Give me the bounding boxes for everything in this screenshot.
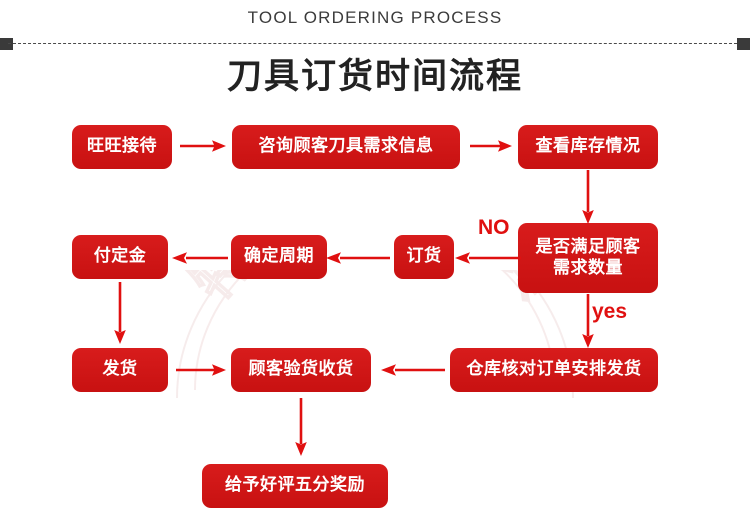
- edge-label-yes: yes: [592, 300, 628, 323]
- node-ship-goods[interactable]: 发货: [72, 348, 168, 392]
- node-place-order[interactable]: 订货: [394, 235, 454, 279]
- node-ask-customer-requirements[interactable]: 咨询顾客刀具需求信息: [232, 125, 460, 169]
- arrow-n5-to-n6: [326, 250, 390, 266]
- arrow-n10-to-n9: [381, 362, 445, 378]
- node-wangwang-reception[interactable]: 旺旺接待: [72, 125, 172, 169]
- arrow-n6-to-n7: [172, 250, 228, 266]
- arrow-n9-to-n11: [293, 398, 309, 456]
- arrow-n1-to-n2: [180, 138, 226, 154]
- page-subtitle-english: TOOL ORDERING PROCESS: [247, 8, 503, 27]
- node-confirm-lead-time[interactable]: 确定周期: [231, 235, 327, 279]
- arrow-n8-to-n9: [176, 362, 226, 378]
- arrow-n2-to-n3: [470, 138, 512, 154]
- node-pay-deposit[interactable]: 付定金: [72, 235, 168, 279]
- arrow-decision-no-to-order: [455, 250, 521, 266]
- node-customer-inspect-receive[interactable]: 顾客验货收货: [231, 348, 371, 392]
- header-divider: [0, 38, 750, 50]
- divider-cap-right: [737, 38, 750, 50]
- page-title: 刀具订货时间流程: [226, 57, 523, 97]
- node-check-inventory[interactable]: 查看库存情况: [518, 125, 658, 169]
- edge-label-no: NO: [478, 216, 510, 239]
- arrow-n3-to-n4: [580, 170, 596, 224]
- node-warehouse-verify-arrange-shipment[interactable]: 仓库核对订单安排发货: [450, 348, 658, 392]
- node-decision-enough-stock[interactable]: 是否满足顾客 需求数量: [518, 223, 658, 293]
- divider-cap-left: [0, 38, 13, 50]
- arrow-n7-to-n8: [112, 282, 128, 344]
- divider-dashed-line: [8, 43, 742, 44]
- arrow-decision-yes-to-warehouse: [580, 294, 596, 348]
- node-give-five-star-review-reward[interactable]: 给予好评五分奖励: [202, 464, 388, 508]
